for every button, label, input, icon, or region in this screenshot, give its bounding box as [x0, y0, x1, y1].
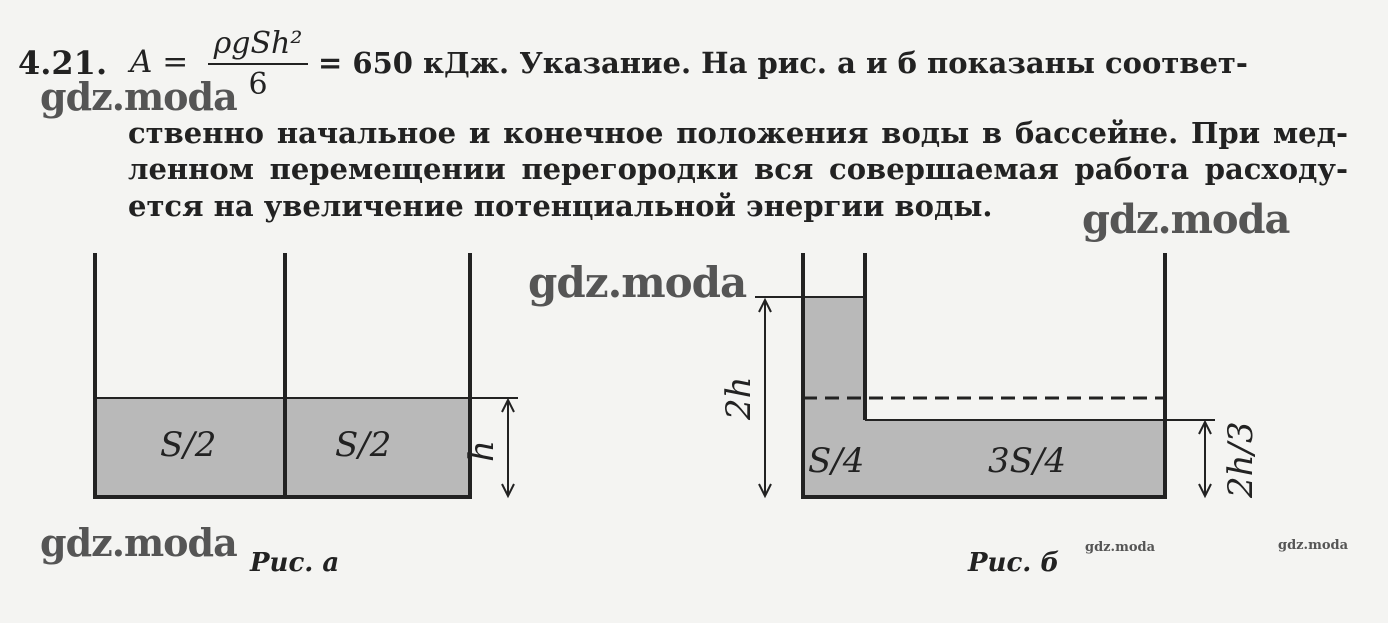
- figure-a-diagram: [93, 253, 518, 499]
- label-s4: S/4: [808, 441, 864, 481]
- label-s2-left: S/2: [160, 425, 216, 465]
- watermark: gdz.moda: [40, 74, 238, 119]
- text-line-4: ется на увеличение потенциальной энергии…: [128, 189, 993, 223]
- formula-lhs: A =: [130, 44, 189, 80]
- watermark: gdz.moda: [40, 520, 238, 565]
- label-s2-right: S/2: [335, 425, 391, 465]
- formula-fraction: ρgSh² 6: [208, 26, 308, 102]
- water-b-right: [865, 420, 1165, 497]
- label-2h: 2h: [719, 376, 759, 421]
- label-2h3: 2h/3: [1221, 421, 1261, 499]
- text-line-1: = 650 кДж. Указание. На рис. а и б показ…: [318, 46, 1248, 80]
- text-line-2: ственно начальное и конечное положения в…: [128, 116, 1348, 150]
- watermark: gdz.moda: [1085, 540, 1156, 555]
- caption-figure-a: Рис. а: [250, 548, 340, 578]
- problem-number: 4.21.: [18, 44, 108, 82]
- caption-figure-b: Рис. б: [968, 548, 1060, 578]
- label-h: h: [462, 440, 502, 462]
- formula-numerator: ρgSh²: [208, 26, 308, 65]
- watermark: gdz.moda: [1082, 196, 1290, 243]
- formula-denominator: 6: [248, 67, 268, 102]
- label-3s4: 3S/4: [988, 441, 1066, 481]
- watermark: gdz.moda: [1278, 538, 1349, 553]
- water-a: [95, 398, 470, 497]
- figure-b-diagram: [755, 253, 1215, 499]
- text-line-3: ленном перемещении перегородки вся совер…: [128, 152, 1348, 186]
- watermark: gdz.moda: [528, 258, 747, 307]
